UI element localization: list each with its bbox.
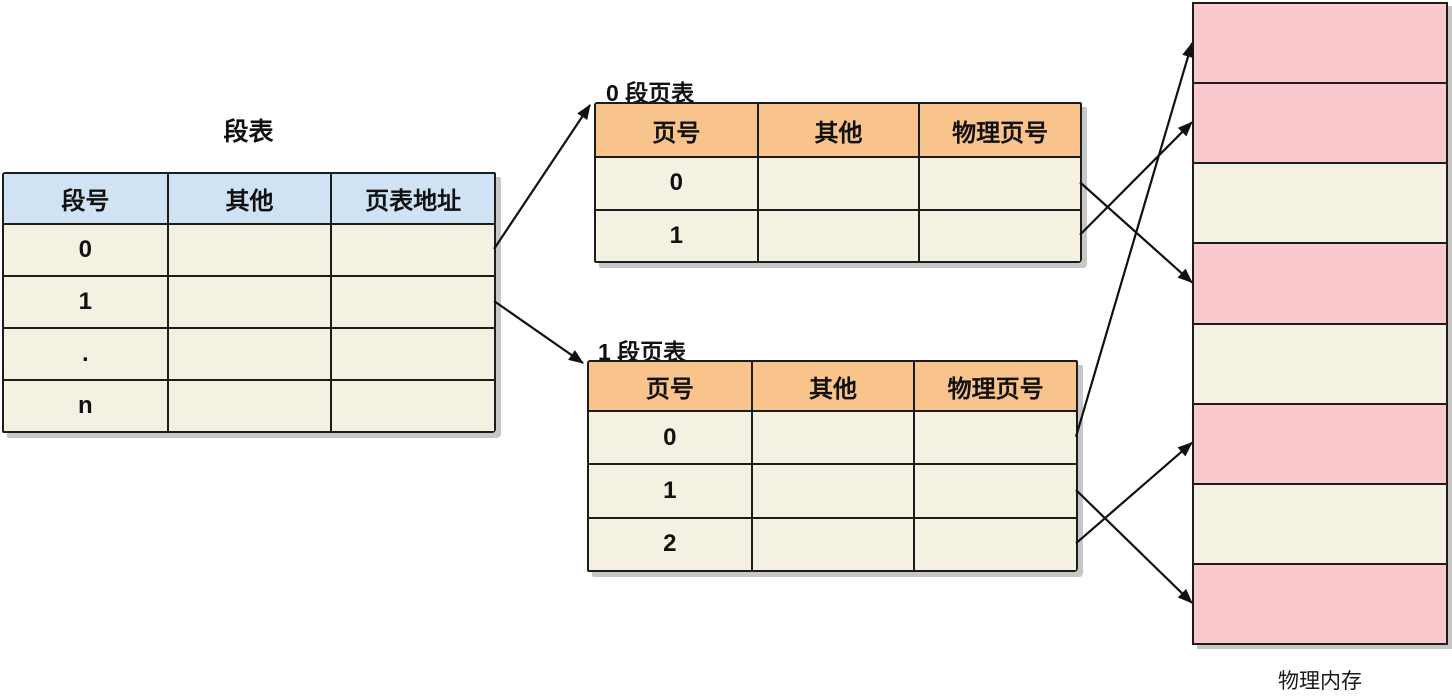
seg-row-0-cell-0: 0 [4,225,167,275]
pt0-row-0-cell-2 [918,158,1080,209]
seg-row-1-cell-0: 1 [4,277,167,327]
connection-arrow-seg-row-1-to-pt1-table [493,300,584,364]
physical-memory-column [1192,2,1448,645]
seg-row-1: 1 [4,275,494,327]
pt1-row-header-1: 其他 [750,362,914,410]
seg-row-3-cell-1 [166,381,331,431]
seg-row-3: n [4,379,494,431]
seg-row-2-cell-1 [166,329,331,379]
memory-block-4-free [1194,322,1446,403]
pt1-row-0-cell-2 [913,412,1076,464]
memory-block-0-used [1194,4,1446,83]
pt0-row-1-cell-2 [918,210,1080,261]
seg-row-3-cell-2 [330,381,494,431]
pt1-row-1: 1 [589,463,1076,517]
pt1-row-header-2: 物理页号 [913,362,1076,410]
memory-block-1-used [1194,82,1446,163]
seg-row-2: . [4,327,494,379]
seg-row-3-cell-0: n [4,381,167,431]
seg-row-2-cell-0: . [4,329,167,379]
connection-arrow-seg-row-0-to-pt0-table [493,104,591,250]
pt1-row-1-cell-2 [913,465,1076,517]
pt1-row-0-cell-0: 0 [589,412,751,464]
seg-row-1-cell-2 [330,277,494,327]
connection-arrow-pt0-row-0-to-mem-block-3 [1079,181,1193,284]
seg-row-0-cell-2 [330,225,494,275]
connection-arrow-pt1-row-0-to-mem-block-0 [1074,42,1194,437]
seg-row-1-cell-1 [166,277,331,327]
pt1-row-0: 0 [589,410,1076,464]
seg-row-header-2: 页表地址 [330,174,494,223]
pt0-row-1: 1 [596,208,1080,261]
pt1-row-2-cell-2 [913,518,1076,570]
seg-row-header-0: 段号 [61,188,110,215]
seg-row-2-cell-2 [330,329,494,379]
pt1-row-1-cell-1 [750,465,914,517]
seg-row-0: 0 [4,223,494,275]
pt1-row-0-cell-1 [750,412,914,464]
pt0-row-1-cell-0: 1 [596,210,757,261]
memory-block-2-free [1194,162,1446,243]
pt0-row-1-cell-1 [756,210,919,261]
pt1-row-1-cell-0: 1 [589,465,751,517]
pt0-row-0-cell-0: 0 [596,158,757,209]
connection-arrow-pt1-row-1-to-mem-block-7 [1075,489,1193,604]
pt0-row-header-2: 物理页号 [918,104,1080,156]
pt0-row-0-cell-1 [756,158,919,209]
pt0-row-header-0: 页号 [652,119,701,147]
memory-block-3-used [1194,242,1446,323]
physical-memory-label: 物理内存 [1278,670,1362,693]
pt1-row-2-cell-1 [750,518,914,570]
pt1-row-2-cell-0: 2 [589,518,751,570]
seg-row-0-cell-1 [166,225,331,275]
segment-table-title: 段表 [223,118,274,146]
pt1-row-2: 2 [589,516,1076,570]
seg-row-header-1: 其他 [166,174,331,223]
memory-block-5-used [1194,402,1446,483]
page-table-0-label: 0 段页表 [606,80,695,106]
memory-block-6-free [1194,482,1446,563]
seg-row-header-row: 段号 其他页表地址 [4,174,494,223]
memory-block-7-used [1194,562,1446,643]
connection-arrow-pt0-row-1-to-mem-block-1 [1079,121,1193,236]
pt1-row-header-row: 页号 其他物理页号 [589,362,1076,410]
connection-arrow-pt1-row-2-to-mem-block-5 [1075,441,1193,545]
pt1-row-header-0: 页号 [645,375,694,403]
pt0-row-0: 0 [596,156,1080,209]
pt0-row-header-1: 其他 [756,104,919,156]
pt0-row-header-row: 页号 其他物理页号 [596,104,1080,156]
